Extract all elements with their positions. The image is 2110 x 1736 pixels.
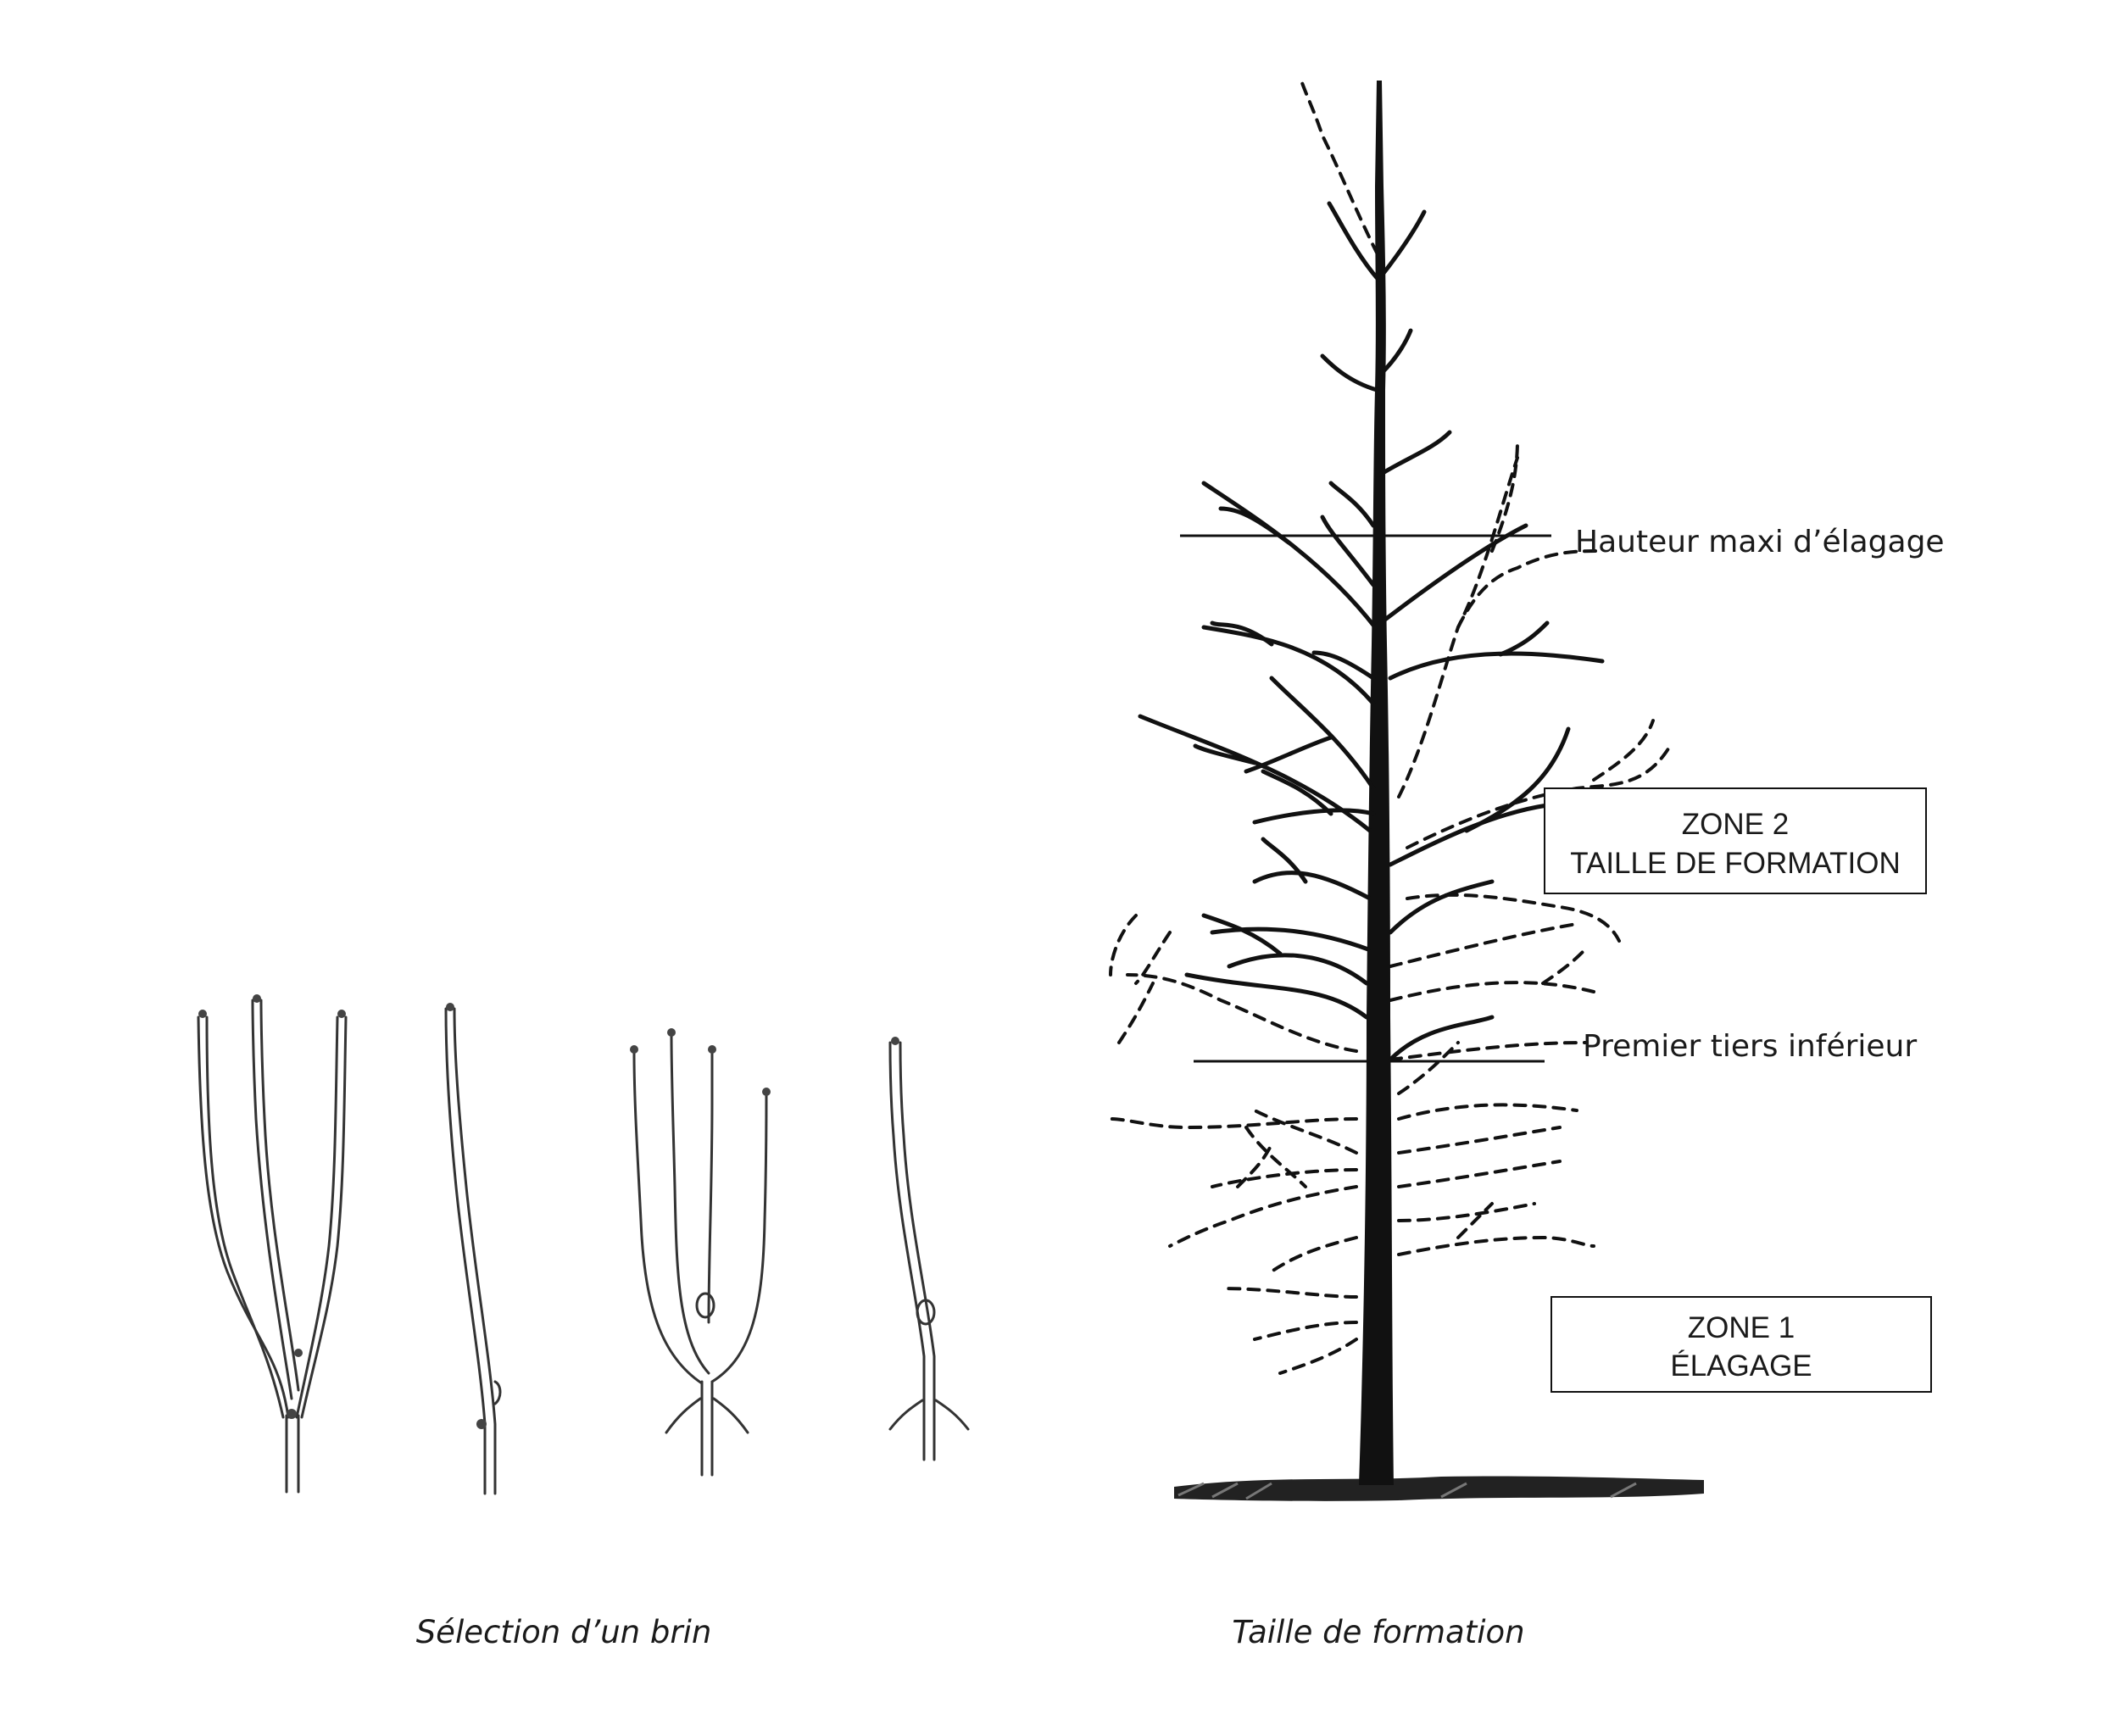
zone1-subtitle: ÉLAGAGE bbox=[1670, 1349, 1812, 1383]
zone2-box: ZONE 2 TAILLE DE FORMATION bbox=[1544, 787, 1927, 894]
sapling-multi-stem-before bbox=[197, 994, 348, 1494]
formative-pruning-tree: Hauteur maxi d’élagage Premier tiers inf… bbox=[1109, 79, 1945, 1501]
sapling-fork-before bbox=[630, 1028, 771, 1477]
max-pruning-height-label: Hauteur maxi d’élagage bbox=[1575, 525, 1945, 559]
caption-formative-pruning: Taille de formation bbox=[1232, 1614, 1524, 1650]
ground bbox=[1174, 1476, 1704, 1501]
sapling-selection-illustration bbox=[197, 994, 970, 1495]
caption-sapling-selection: Sélection d’un brin bbox=[416, 1614, 712, 1650]
zone2-subtitle: TAILLE DE FORMATION bbox=[1570, 847, 1901, 880]
zone2-title: ZONE 2 bbox=[1682, 808, 1789, 841]
lower-third-label: Premier tiers inférieur bbox=[1583, 1029, 1917, 1064]
kept-branches bbox=[1138, 201, 1605, 1062]
zone1-title: ZONE 1 bbox=[1688, 1311, 1795, 1344]
zone1-box: ZONE 1 ÉLAGAGE bbox=[1550, 1296, 1932, 1393]
removed-branches bbox=[1109, 79, 1672, 1375]
sapling-fork-after bbox=[888, 1037, 970, 1461]
sapling-single-stem-after bbox=[444, 1003, 502, 1495]
trunk bbox=[1359, 81, 1394, 1485]
